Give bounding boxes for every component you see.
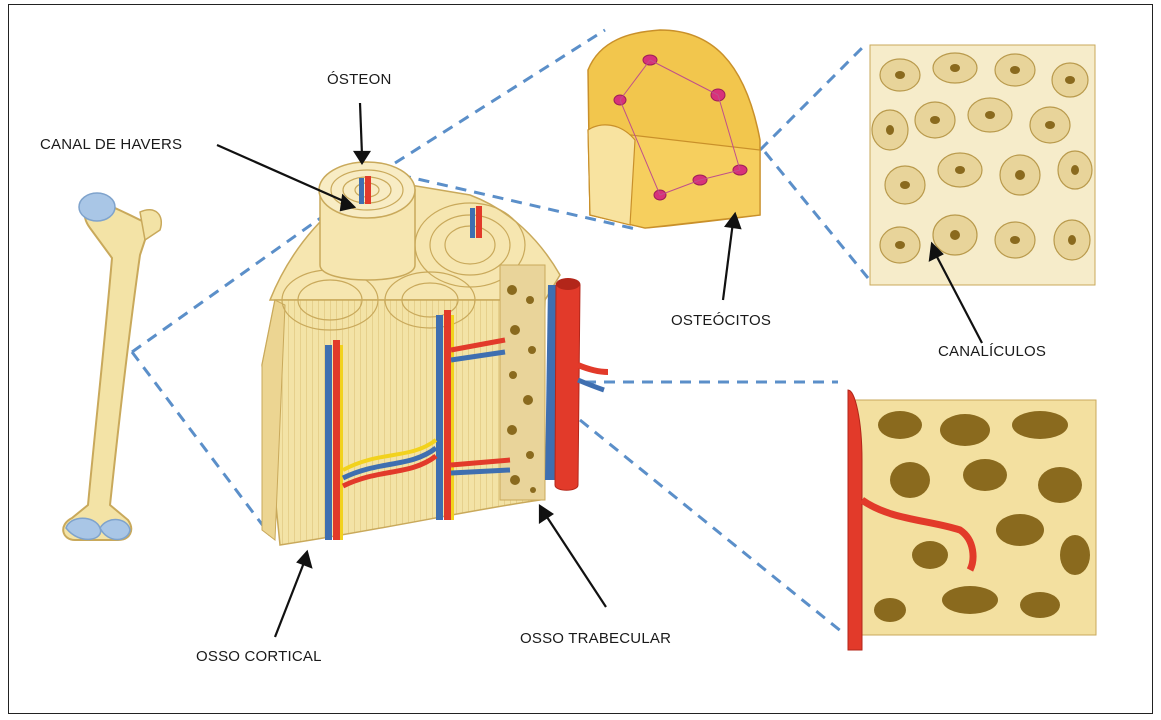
osteocytes-label: OSTEÓCITOS [671,312,771,329]
canaliculi-label: CANALÍCULOS [938,343,1046,360]
osteocyte-detail [588,30,760,228]
trabecular-bone-label: OSSO TRABECULAR [520,630,671,647]
osteon-cylinder [319,162,415,280]
osteon-label: ÓSTEON [327,71,392,88]
bone-section-block [262,162,608,545]
trabecular-detail [848,390,1096,650]
cortical-bone-label: OSSO CORTICAL [196,648,322,665]
canaliculi-detail [870,45,1095,285]
femur-illustration [63,193,161,540]
haversian-canal-label: CANAL DE HAVERS [40,136,182,153]
